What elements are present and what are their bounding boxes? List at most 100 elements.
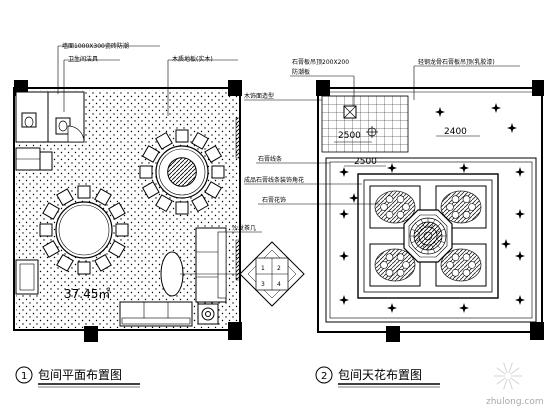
chair-icon: [115, 223, 129, 237]
caption-number: 1: [21, 371, 27, 382]
downlight-icon: [459, 303, 469, 313]
watermark-ray: [503, 362, 508, 374]
ornament-petal: [385, 268, 394, 277]
column-block: [316, 80, 330, 96]
downlight-icon: [515, 251, 525, 261]
window-hatch: [235, 239, 241, 281]
ornament-petal: [402, 203, 410, 211]
chair-icon: [155, 131, 173, 150]
ornament-petal: [396, 253, 405, 262]
ornament-petal: [385, 195, 394, 204]
ornament-petal: [385, 210, 394, 219]
callout-sofa: 沙发茶几: [232, 224, 256, 232]
fan-blade: [343, 105, 357, 119]
downlight-icon: [339, 251, 349, 261]
rosette-spoke: [436, 228, 445, 233]
rosette-spoke: [415, 242, 422, 249]
chair-icon: [77, 185, 91, 199]
floor-plan: 37.45㎡: [13, 80, 242, 342]
caption-number-circle: [15, 366, 33, 384]
column-block: [530, 322, 544, 340]
table-rim: [158, 148, 206, 196]
watermark: zhulong.com: [486, 362, 544, 407]
ornament-petal: [468, 203, 476, 211]
coffee-table: [160, 251, 184, 297]
ornament-petal: [380, 203, 388, 211]
ornament-petal: [462, 253, 471, 262]
legend-cell-1: 1: [261, 265, 265, 272]
ceiling-walls: [317, 87, 543, 333]
tv-cabinet: [15, 259, 39, 295]
ornament-petal: [451, 268, 460, 277]
ornament-petal: [385, 253, 394, 262]
ornament-petal: [380, 261, 388, 269]
chair-icon: [204, 181, 223, 199]
column-block: [228, 322, 242, 340]
sink-bowl-icon: [58, 120, 68, 132]
callout-steel-keel: 轻钢龙骨石膏板吊顶(乳胶漆): [418, 58, 495, 66]
column-block: [84, 326, 98, 342]
rosette-spoke: [420, 244, 425, 253]
legend-cell-2: 2: [277, 265, 281, 272]
chair-icon: [42, 202, 60, 220]
downlight-icon: [387, 303, 397, 313]
downlight-icon: [515, 167, 525, 177]
chair-icon: [211, 165, 225, 179]
ornament-petal: [396, 195, 405, 204]
right-callouts: 石膏板吊顶200X200 防潮板 轻钢龙骨石膏板吊顶(乳胶漆) 木饰面造型 石膏…: [244, 58, 520, 205]
rosette-spoke: [411, 239, 420, 244]
chair-icon: [77, 261, 91, 275]
rosette-spoke: [420, 219, 425, 228]
center-octagon-inner: [408, 214, 448, 258]
callout-gypsum-grid: 石膏板吊顶200X200: [292, 58, 349, 66]
rosette-spoke: [415, 223, 422, 230]
chair-icon: [191, 194, 209, 213]
rosette-spoke: [431, 219, 436, 228]
watermark-logo-icon: [494, 362, 522, 390]
chair-icon: [94, 254, 112, 272]
downlight-icon: [515, 295, 525, 305]
watermark-ray: [503, 378, 508, 390]
rosette-ring: [423, 231, 433, 241]
chair-icon: [56, 254, 74, 272]
caption-title: 包间平面布置图: [38, 368, 122, 382]
callout-moisture-board: 防潮板: [292, 68, 310, 76]
coffer-inner: [363, 179, 493, 293]
window-hatch: [235, 117, 241, 159]
ornament-petal: [462, 210, 471, 219]
downlight-icon: [491, 103, 501, 113]
dining-table-small: [139, 129, 225, 215]
ornament-group: [374, 190, 482, 282]
callout-sanitary: 卫生间洁具: [68, 55, 98, 63]
watermark-ray: [508, 362, 513, 374]
watermark-ray: [508, 378, 513, 390]
callout-wood-floor: 木质地板(实木): [172, 55, 213, 63]
downlight-icon: [339, 295, 349, 305]
chair-icon: [139, 165, 153, 179]
downlight-icon: [339, 209, 349, 219]
ornament-petal: [451, 195, 460, 204]
downlight-group: [339, 103, 525, 313]
grid-ceiling: [321, 95, 409, 153]
chair-icon: [175, 201, 189, 215]
room-area-label: 37.45㎡: [64, 287, 110, 301]
watermark-ray: [510, 377, 520, 385]
caption-left: 1 包间平面布置图: [15, 366, 140, 388]
chair-icon: [175, 129, 189, 143]
legend-cell-4: 4: [277, 281, 281, 288]
downlight-icon: [515, 209, 525, 219]
chair-icon: [39, 223, 53, 237]
downlight-icon: [339, 167, 349, 177]
ornament-petal: [402, 261, 410, 269]
downlight-icon: [387, 163, 397, 173]
caption-right: 2 包间天花布置图: [315, 366, 440, 388]
ornament-petal: [451, 210, 460, 219]
ceiling-plan: 2500 2400 2500: [316, 80, 544, 342]
tv-cabinet-inner: [19, 263, 35, 291]
material-legend-diamond: 1 2 3 4: [239, 241, 305, 307]
ornament-flower: [374, 190, 416, 224]
ornament-petal: [451, 253, 460, 262]
column-block: [228, 80, 242, 96]
chair-icon: [94, 188, 112, 206]
caption-number: 2: [321, 371, 327, 382]
